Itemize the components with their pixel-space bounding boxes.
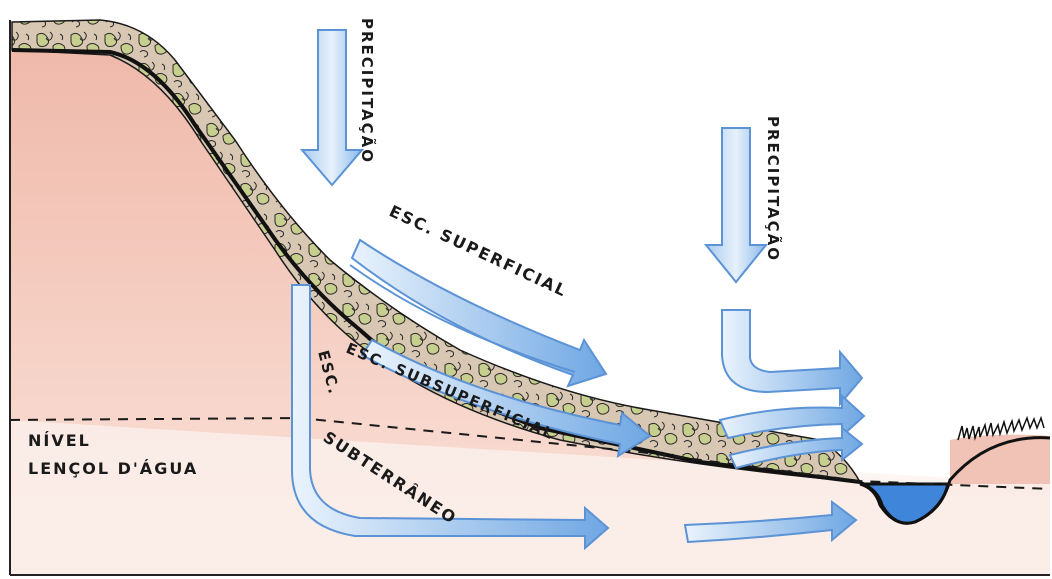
right-bank (950, 435, 1050, 484)
label-nivel: NÍVEL (28, 431, 91, 450)
label-lencol-dagua: LENÇOL D'ÁGUA (28, 459, 198, 478)
surface-runoff-arrow-right (722, 310, 862, 404)
label-precipitacao-right: PRECIPITAÇÃO (764, 116, 783, 262)
precipitation-arrow-left (302, 30, 362, 185)
precipitation-arrow-right (706, 128, 766, 282)
label-precipitacao-left: PRECIPITAÇÃO (358, 18, 377, 164)
